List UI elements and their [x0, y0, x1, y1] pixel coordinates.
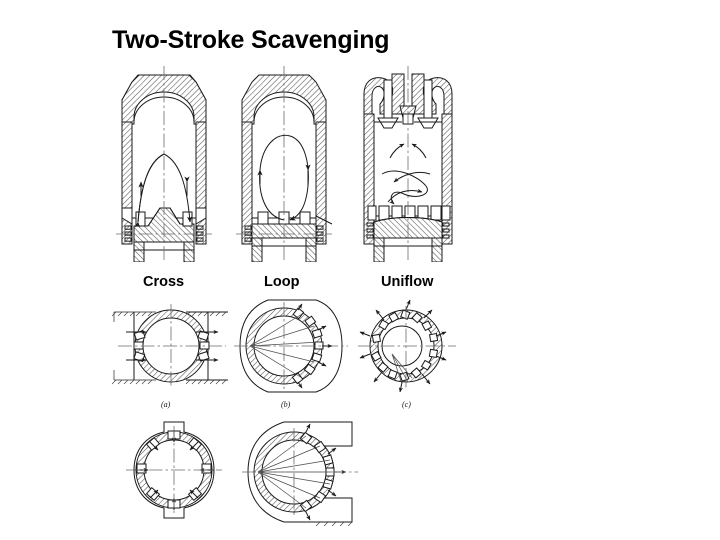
port-arrangement-e-diagram	[242, 421, 358, 526]
caption-loop: Loop	[264, 274, 300, 290]
port-arrangement-d-diagram	[126, 421, 222, 519]
caption-c: (c)	[402, 400, 411, 409]
uniflow-scavenging-cylinder-diagram	[363, 66, 453, 262]
caption-a: (a)	[161, 400, 171, 409]
loop-scavenging-cylinder-diagram	[236, 66, 333, 262]
caption-cross: Cross	[143, 274, 185, 290]
port-arrangement-b-diagram	[234, 299, 348, 393]
port-arrangement-c-diagram	[358, 299, 456, 393]
caption-uniflow: Uniflow	[381, 274, 434, 290]
port-arrangement-a-diagram	[112, 304, 228, 388]
page-title: Two-Stroke Scavenging	[112, 26, 390, 54]
cross-scavenging-cylinder-diagram	[116, 66, 212, 262]
caption-b: (b)	[281, 400, 291, 409]
